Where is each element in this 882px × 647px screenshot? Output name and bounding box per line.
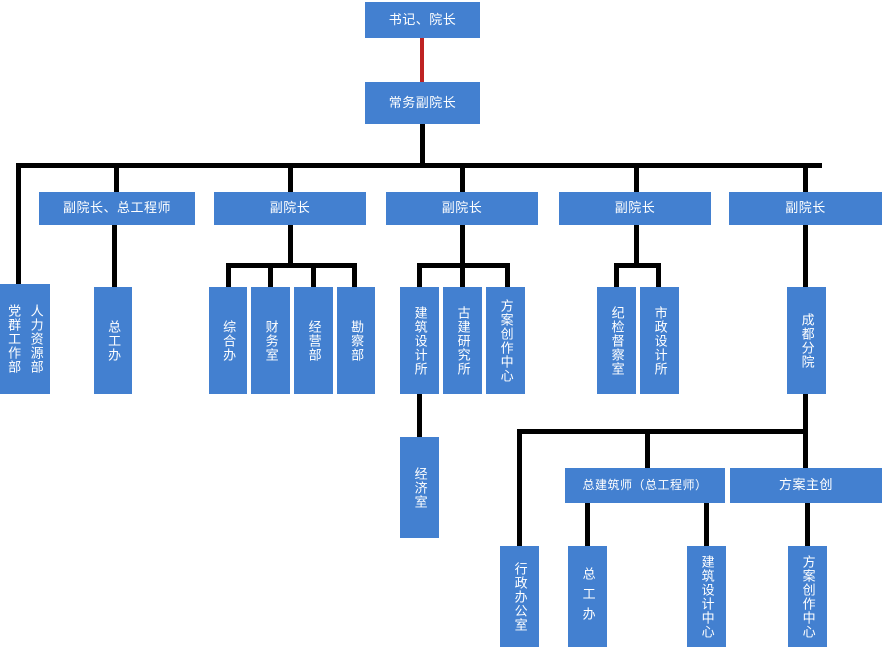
node-survey-dept[interactable]: 勘察部 [337, 287, 375, 394]
connector-bus-drop-vp5 [803, 163, 808, 193]
connector-main-bus [16, 163, 822, 168]
connector-chengdu-drop-chief-architect [645, 429, 650, 468]
connector-bus-drop-vp4 [634, 163, 639, 193]
node-vp-5[interactable]: 副院长 [729, 192, 882, 225]
connector-vp2-drop-3 [311, 263, 316, 287]
node-finance-office[interactable]: 财务室 [251, 287, 290, 394]
connector-vp4-bus [614, 263, 661, 268]
node-operations-dept[interactable]: 经营部 [294, 287, 333, 394]
connector-vp2-drop-1 [226, 263, 231, 287]
node-branch-chief-engineer-office[interactable]: 总工办 [568, 546, 607, 647]
connector-vp3-drop-2 [460, 263, 465, 287]
node-secretary-president[interactable]: 书记、院长 [365, 2, 480, 38]
node-economics-office[interactable]: 经济室 [400, 437, 439, 538]
node-executive-vice-president[interactable]: 常务副院长 [365, 82, 480, 124]
connector-vp4-stem [634, 224, 639, 266]
connector-scheme-lead-to-scc [805, 503, 810, 546]
connector-chief-architect-to-adc [704, 503, 709, 546]
connector-exec-vp-stem [420, 124, 425, 166]
node-vp-2[interactable]: 副院长 [214, 192, 366, 225]
connector-vp2-drop-4 [352, 263, 357, 287]
connector-vp2-stem [288, 224, 293, 266]
node-ancient-architecture-institute[interactable]: 古建研究所 [443, 287, 482, 394]
node-scheme-creation-center[interactable]: 方案创作中心 [486, 287, 525, 394]
node-vp-chief-engineer[interactable]: 副院长、总工程师 [39, 192, 195, 225]
node-party-work-dept[interactable]: 党群工作部 [0, 284, 26, 394]
node-vp-3[interactable]: 副院长 [386, 192, 538, 225]
node-scheme-lead[interactable]: 方案主创 [730, 468, 882, 503]
connector-vp1-to-chief-engineer-office [112, 224, 117, 287]
connector-chengdu-drop-admin [517, 429, 522, 546]
connector-chengdu-bus [517, 429, 808, 434]
connector-adi-to-economics-office [417, 392, 422, 437]
node-municipal-design-institute[interactable]: 市政设计所 [640, 287, 679, 394]
connector-vp2-bus [226, 263, 356, 268]
node-chief-architect[interactable]: 总建筑师（总工程师） [565, 468, 725, 503]
connector-bus-drop-vp2 [288, 163, 293, 193]
connector-vp2-drop-2 [268, 263, 273, 287]
node-branch-scheme-creation-center[interactable]: 方案创作中心 [788, 546, 827, 647]
connector-chief-architect-to-ce-office [585, 503, 590, 546]
connector-chengdu-drop-scheme-lead [803, 429, 808, 468]
node-admin-office[interactable]: 行政办公室 [500, 546, 539, 647]
connector-bus-drop-vp3 [460, 163, 465, 193]
connector-chengdu-stem [803, 393, 808, 433]
connector-vp5-to-chengdu-branch [803, 224, 808, 287]
node-vp-4[interactable]: 副院长 [559, 192, 711, 225]
connector-vp4-drop-2 [656, 263, 661, 287]
connector-vp3-stem [460, 224, 465, 266]
node-discipline-inspection-office[interactable]: 纪检督察室 [597, 287, 636, 394]
node-chengdu-branch[interactable]: 成都分院 [787, 287, 826, 394]
connector-bus-drop-vp1 [114, 163, 119, 193]
node-chief-engineer-office[interactable]: 总工办 [94, 287, 132, 394]
connector-president-to-exec-vp [420, 37, 424, 83]
connector-vp3-drop-1 [417, 263, 422, 287]
connector-bus-drop-left-edge [16, 163, 21, 287]
node-architecture-design-institute[interactable]: 建筑设计所 [400, 287, 439, 394]
node-general-office[interactable]: 综合办 [209, 287, 247, 394]
connector-vp4-drop-1 [614, 263, 619, 287]
node-architecture-design-center[interactable]: 建筑设计中心 [687, 546, 726, 647]
connector-vp3-drop-3 [505, 263, 510, 287]
